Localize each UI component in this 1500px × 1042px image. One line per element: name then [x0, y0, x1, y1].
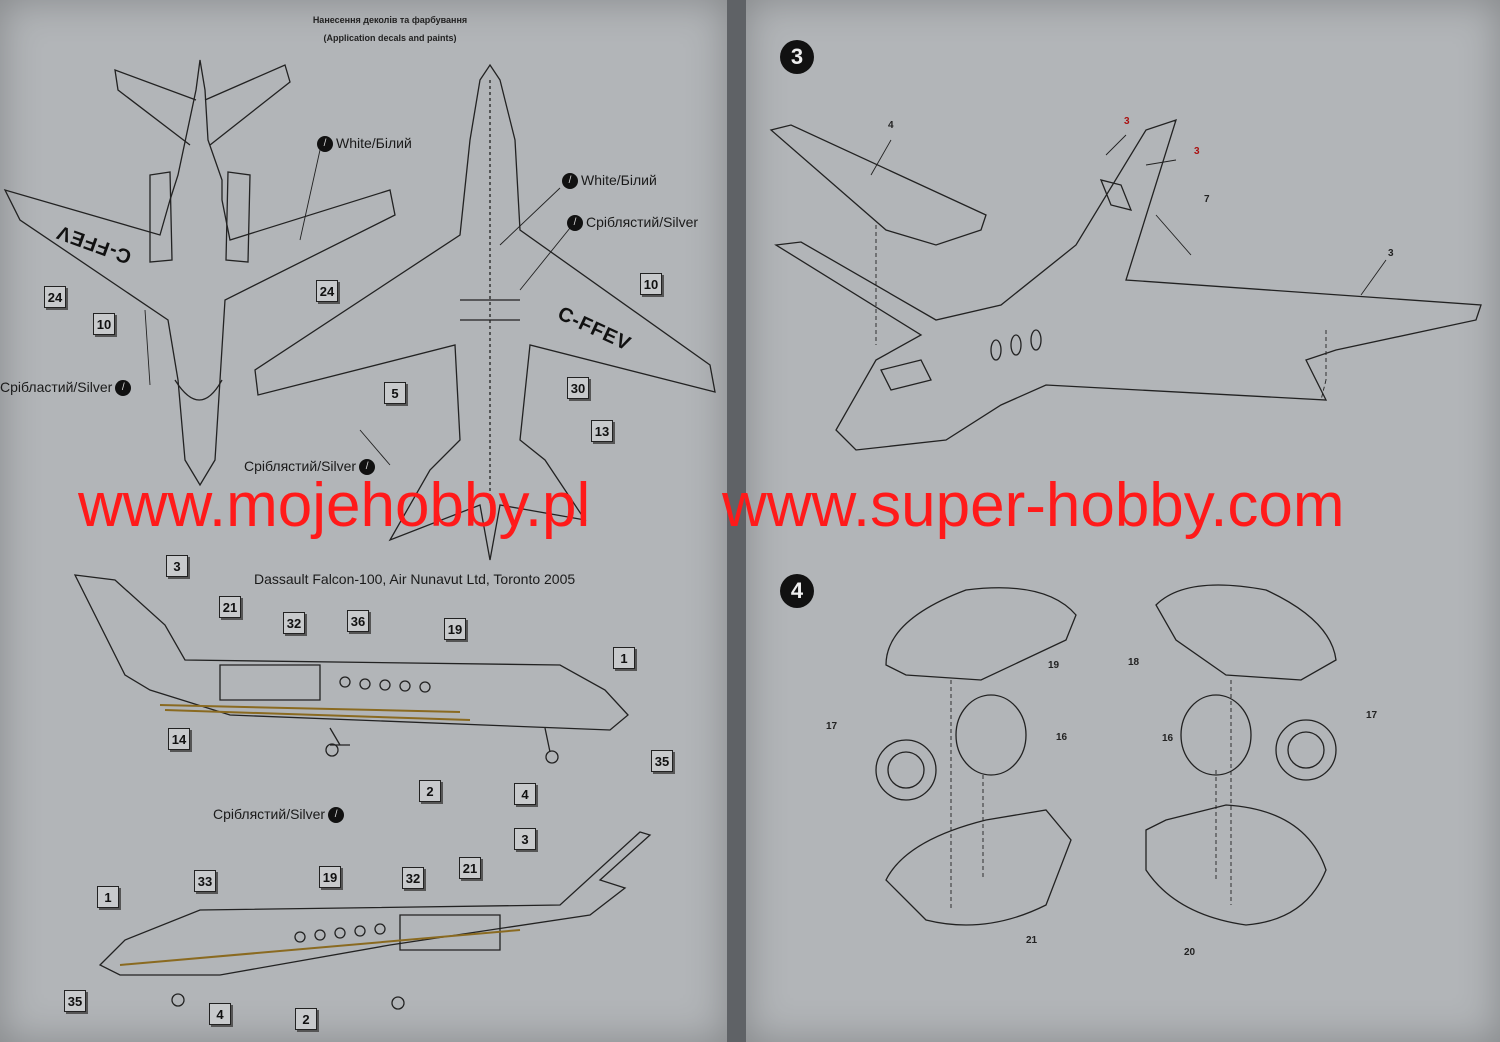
decal-callout: 30 — [567, 377, 589, 399]
part-number: 17 — [1366, 710, 1378, 721]
decal-callout: 14 — [168, 728, 190, 750]
part-number: 3 — [1194, 146, 1200, 157]
side-view-plane-1 — [73, 574, 629, 731]
side-view-plane-2 — [98, 831, 652, 976]
paint-brush-icon: / — [567, 215, 583, 232]
part-number: 16 — [1056, 732, 1068, 743]
paint-brush-icon: / — [562, 173, 578, 190]
part-17-fan-left — [875, 739, 937, 801]
decal-callout: 19 — [319, 866, 341, 888]
decal-callout: 10 — [640, 273, 662, 295]
part-number: 17 — [826, 721, 838, 732]
decal-callout: 33 — [194, 870, 216, 892]
decal-callout: 2 — [419, 780, 441, 802]
decal-callout: 3 — [166, 555, 188, 577]
step-number-4: 4 — [780, 574, 814, 608]
part-21-nacelle-lower-left — [885, 809, 1072, 926]
step3-left-wing-part — [769, 124, 987, 246]
decal-callout: 4 — [514, 783, 536, 805]
decal-callout: 32 — [283, 612, 305, 634]
paint-label-white-1: /White/Білий — [314, 135, 412, 153]
step-number-3: 3 — [780, 40, 814, 74]
assembly-drawings — [769, 118, 1482, 926]
painting-scheme-drawings — [3, 59, 716, 1010]
decal-callout: 32 — [402, 867, 424, 889]
paint-label-silver-1: /Сріблястий/Silver — [564, 214, 698, 232]
paint-label-silver-4: Сріблястий/Silver/ — [213, 806, 347, 824]
part-number: 19 — [1048, 660, 1060, 671]
top-view-plane — [254, 63, 716, 561]
decal-callout: 19 — [444, 618, 466, 640]
decal-callout: 4 — [209, 1003, 231, 1025]
paint-label-silver-3: Сріблястий/Silver/ — [244, 458, 378, 476]
part-number: 4 — [888, 120, 894, 131]
part-17-fan-right — [1275, 719, 1337, 781]
right-instruction-page: 3 4 4 3 3 7 3 19 18 17 16 16 17 21 20 — [746, 0, 1500, 1042]
watermark-superhobby: www.super-hobby.com — [722, 471, 1345, 540]
decal-callout: 5 — [384, 382, 406, 404]
watermark-mojehobby: www.mojehobby.pl — [78, 471, 591, 540]
left-instruction-page: Нанесення деколів та фарбування (Applica… — [0, 0, 727, 1042]
decal-callout: 2 — [295, 1008, 317, 1030]
paint-label-silver-2: Срібластий/Silver/ — [0, 379, 134, 397]
decal-callout: 21 — [459, 857, 481, 879]
underside-view-plane — [3, 59, 396, 487]
decal-callout: 3 — [514, 828, 536, 850]
part-19-nacelle-top-left — [885, 587, 1077, 681]
decal-callout: 10 — [93, 313, 115, 335]
part-16-right — [1180, 694, 1252, 776]
part-number: 16 — [1162, 733, 1174, 744]
part-20-nacelle-lower-right — [1145, 804, 1327, 926]
header-title-ua: Нанесення деколів та фарбування — [312, 15, 468, 25]
part-number: 18 — [1128, 657, 1140, 668]
part-number: 3 — [1388, 248, 1394, 259]
part-number: 21 — [1026, 935, 1038, 946]
decal-callout: 35 — [651, 750, 673, 772]
paint-brush-icon: / — [317, 136, 333, 153]
decal-callout: 13 — [591, 420, 613, 442]
decal-callout: 35 — [64, 990, 86, 1012]
paint-label-white-2: /White/Білий — [559, 172, 657, 190]
decal-callout: 1 — [97, 886, 119, 908]
step3-fuselage-assembly — [774, 118, 1482, 451]
part-16-left — [955, 694, 1027, 776]
paint-brush-icon: / — [115, 380, 132, 397]
part-number: 3 — [1124, 116, 1130, 127]
decal-callout: 1 — [613, 647, 635, 669]
paint-brush-icon: / — [328, 807, 345, 824]
scheme-caption: Dassault Falcon-100, Air Nunavut Ltd, To… — [254, 571, 576, 587]
decal-callout: 21 — [219, 596, 241, 618]
decal-callout: 24 — [316, 280, 338, 302]
part-number: 7 — [1204, 194, 1210, 205]
decal-callout: 36 — [347, 610, 369, 632]
header-title-en: (Application decals and paints) — [323, 33, 457, 43]
part-number: 20 — [1184, 947, 1196, 958]
paint-brush-icon: / — [359, 459, 376, 476]
part-18-nacelle-top-right — [1155, 584, 1337, 681]
decal-callout: 24 — [44, 286, 66, 308]
